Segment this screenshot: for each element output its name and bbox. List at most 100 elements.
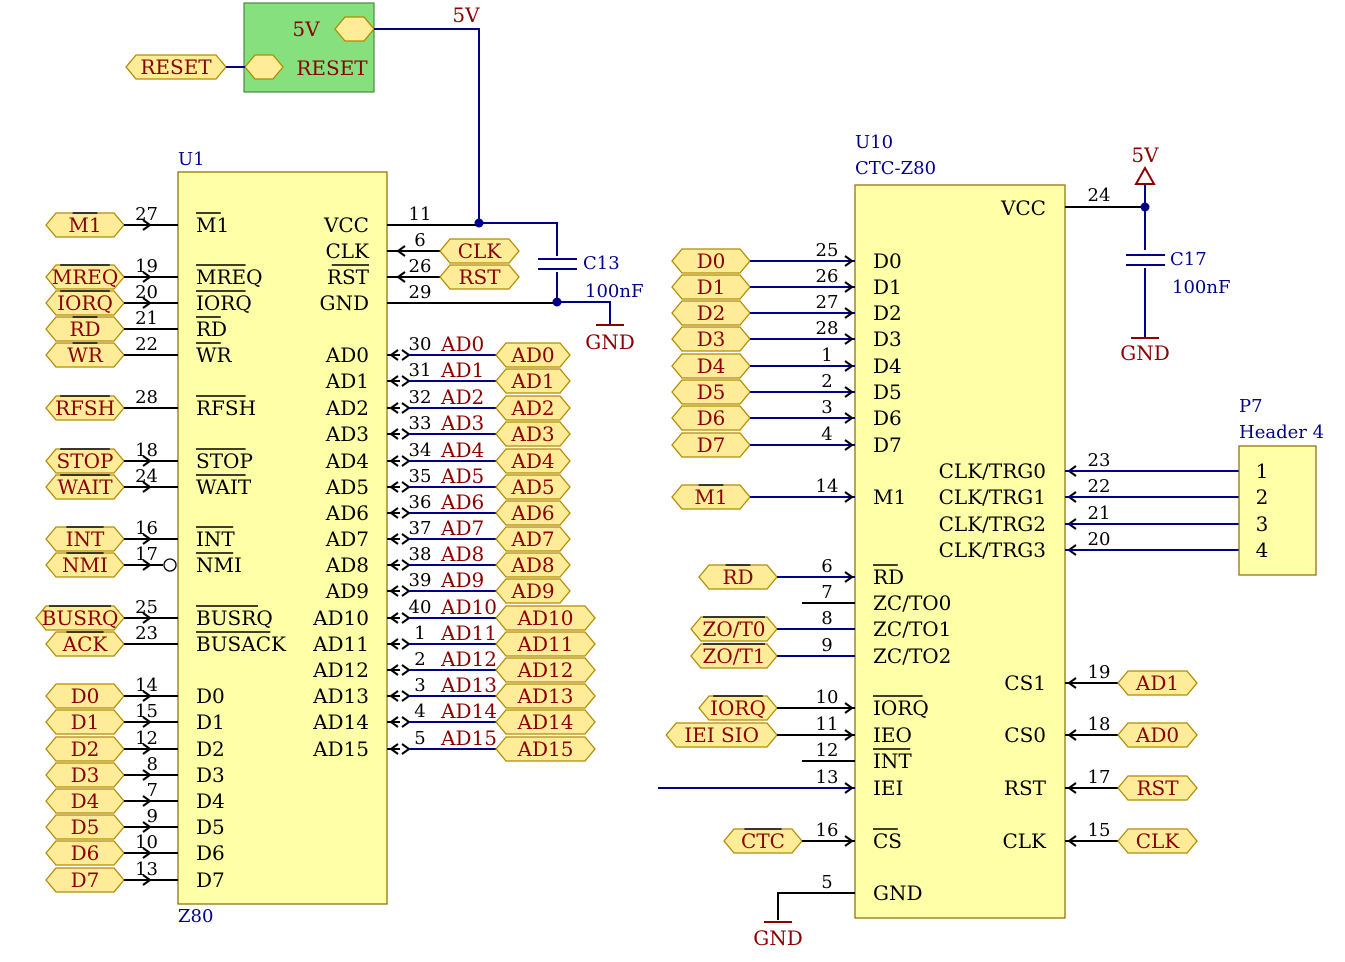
u10-pin-zcto1-name: ZC/TO1: [873, 617, 951, 641]
u10-pin-d3-name: D3: [873, 327, 902, 351]
u10-port-d6-label: D6: [697, 406, 726, 430]
u1-input-arrow: [142, 847, 152, 859]
u1-input-arrow: [142, 769, 152, 781]
u1-pin-ad7-arrow-l: [389, 533, 399, 545]
u1-pin-ad8-name: AD8: [325, 553, 369, 577]
u1-pin-ad5-number: 35: [409, 466, 432, 487]
u1-port-ad0-label: AD0: [510, 343, 554, 367]
u10-pin-d0-arrow: [844, 255, 854, 267]
u1-port-iorq-label: IORQ: [57, 291, 113, 315]
p7-pin-2: 2: [1256, 485, 1269, 509]
u1-pin-rst-name: RST: [327, 265, 370, 289]
u1-pin-ad15-arrow-l: [389, 743, 399, 755]
u10-port-d7-label: D7: [697, 433, 726, 457]
u10-port-d1-label: D1: [697, 275, 726, 299]
u1-pin-ad4-name: AD4: [325, 449, 369, 473]
u10-pin-d7-arrow: [844, 439, 854, 451]
u1-pin-ad4-net: AD4: [440, 438, 484, 462]
u1-pin-ad13-number: 3: [414, 675, 425, 696]
u10-gnd-label: GND: [753, 926, 803, 950]
u10-pin-zcto2-name: ZC/TO2: [873, 644, 951, 668]
u1-pin-ad0-net: AD0: [440, 332, 484, 356]
u1-pin-ad9-net: AD9: [440, 568, 484, 592]
u1-pin-stop-name: STOP: [196, 449, 253, 473]
u1-pin-ad10-net: AD10: [440, 595, 497, 619]
u1-pin-ad9-number: 39: [409, 570, 432, 591]
u10-pin-cs1-name: CS1: [1004, 671, 1046, 695]
u10-port-rst: [1117, 775, 1198, 801]
u1-port-d3-label: D3: [71, 763, 100, 787]
u10-pin-rd-number: 6: [821, 556, 832, 577]
u10-pin-iorq-name: IORQ: [873, 696, 929, 720]
u10-pin-zcto2-number: 9: [821, 635, 832, 656]
u1-pin-wait-number: 24: [135, 466, 158, 487]
u10-port-zot0-label: ZO/T0: [702, 617, 765, 641]
u1-pin-ad3-arrow-l: [389, 428, 399, 440]
u1-pin-ad6-name: AD6: [325, 501, 369, 525]
u10-pin-d6-arrow: [844, 412, 854, 424]
u1-pin-ad5-net: AD5: [440, 464, 484, 488]
u1-port-ad8-label: AD8: [510, 553, 554, 577]
u1-pin-ad15-number: 5: [414, 728, 425, 749]
u1-body: [177, 171, 388, 905]
u1-pin-d5-name: D5: [196, 815, 225, 839]
u10-pin-clk-name: CLK: [1002, 829, 1047, 853]
u1-pin-ad2-net: AD2: [440, 385, 484, 409]
u1-port-ad9-label: AD9: [510, 579, 554, 603]
u1-port-wr-label: WR: [67, 343, 104, 367]
u1-pin-ad12-name: AD12: [312, 658, 369, 682]
u10-port-ieisio-label: IEI SIO: [684, 723, 759, 747]
u10-pin-int-number: 12: [816, 740, 839, 761]
u10-pin-iei-number: 13: [816, 767, 839, 788]
u1-input-arrow: [142, 533, 152, 545]
u10-pin-m1-name: M1: [873, 485, 906, 509]
u1-port-ad13: [495, 683, 596, 709]
u1-port-ad2: [495, 395, 571, 421]
u1-pin-ad9-arrow-l: [389, 585, 399, 597]
u1-part: Z80: [178, 906, 213, 927]
u10-part: CTC-Z80: [855, 158, 936, 179]
u10-pin-vcc-name: VCC: [1000, 196, 1046, 220]
p7-pin-4: 4: [1256, 538, 1269, 562]
u10-pin-d0-name: D0: [873, 249, 902, 273]
u1-pin-vcc-name: VCC: [323, 213, 369, 237]
u1-port-ad15-label: AD15: [517, 737, 574, 761]
u10-pin-ieo-number: 11: [816, 714, 839, 735]
u10-pin-m1-arrow: [844, 491, 854, 503]
u1-pin-ad2-arrow-l: [389, 402, 399, 414]
u1-port-ad14-label: AD14: [517, 710, 574, 734]
u1-pin-ad6-number: 36: [409, 492, 432, 513]
u1-pin-d0-name: D0: [196, 684, 225, 708]
u10-pin-d3-arrow: [844, 333, 854, 345]
u10-pin-d5-arrow: [844, 386, 854, 398]
u1-port-ad5-label: AD5: [510, 475, 554, 499]
u1-pin-ad0-arrow-l: [389, 349, 399, 361]
u1-port-ad12-label: AD12: [517, 658, 574, 682]
u10-pin-rd-name: RD: [873, 565, 904, 589]
u1-pin-ad12-number: 2: [414, 649, 425, 670]
u10-pin-d2-number: 27: [816, 292, 839, 313]
u10-pin-cs0-number: 18: [1088, 714, 1111, 735]
u1-pin-ad2-name: AD2: [325, 396, 369, 420]
u1-pin-ad12-net: AD12: [440, 647, 497, 671]
u1-input-arrow: [142, 219, 152, 231]
u1-port-m1-label: M1: [68, 213, 101, 237]
u1-pin-ad1-number: 31: [409, 360, 432, 381]
u1-pin-ad10-arrow-l: [389, 612, 399, 624]
u10-pin-clktrg1-number: 22: [1088, 476, 1111, 497]
u1-pin-rd-number: 21: [135, 308, 158, 329]
u1-pin-d0-number: 14: [135, 675, 158, 696]
u10-pin-clktrg0-number: 23: [1088, 450, 1111, 471]
u10-pin-d5-number: 2: [821, 371, 832, 392]
u1-pin-ad15-name: AD15: [312, 737, 369, 761]
u1-port-mreq-label: MREQ: [52, 265, 119, 289]
u1-port-ad6-label: AD6: [510, 501, 554, 525]
u1-pin-ad15-arrow-r: [401, 743, 411, 755]
u10-pin-iei-arrow: [844, 782, 854, 794]
u1-pin-busack-name: BUSACK: [196, 632, 287, 656]
u1-input-arrow: [142, 874, 152, 886]
u1-port-d5-label: D5: [71, 815, 100, 839]
u10-pin-d1-number: 26: [816, 266, 839, 287]
u1-port-ad8: [495, 552, 571, 578]
